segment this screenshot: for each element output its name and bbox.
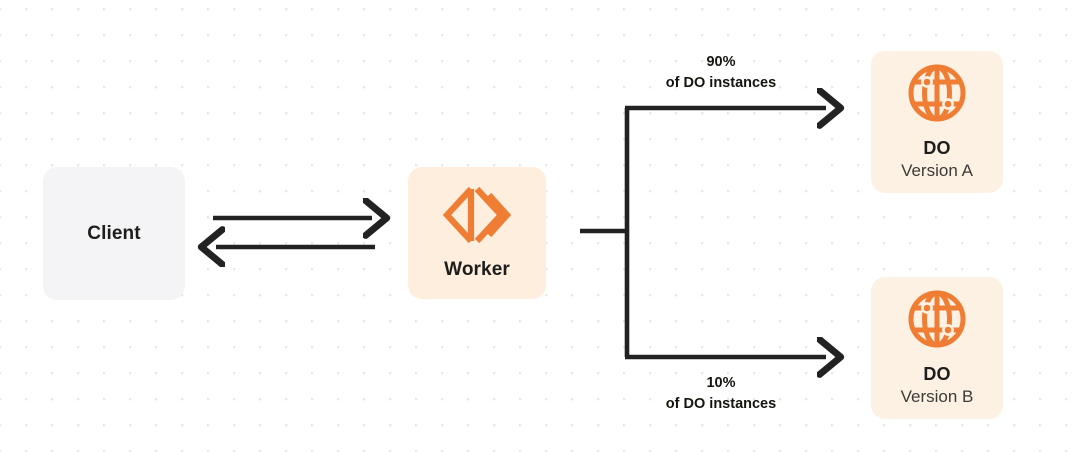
globe-icon [906,288,968,350]
branch-trunk [580,108,630,357]
cloudflare-workers-icon [441,185,513,245]
node-worker-title: Worker [444,259,510,281]
node-do-a-subtitle: Version A [901,161,973,181]
edge-label-do-b: 10% of DO instances [655,373,787,415]
edge-label-do-a-percent: 90% [706,54,736,70]
node-do-version-b: DO Version B [871,277,1003,419]
node-worker: Worker [408,167,546,299]
node-do-version-a: DO Version A [871,51,1003,193]
edge-label-do-b-description: of DO instances [665,396,777,413]
node-do-b-title: DO [923,364,951,385]
edge-label-do-b-percent: 10% [706,375,736,391]
edge-label-do-a: 90% of DO instances [655,52,787,94]
node-client: Client [43,167,185,300]
node-do-b-subtitle: Version B [900,387,974,407]
globe-icon [906,62,968,124]
edge-label-do-a-description: of DO instances [665,75,777,92]
node-client-title: Client [87,222,141,244]
node-do-a-title: DO [923,138,951,159]
